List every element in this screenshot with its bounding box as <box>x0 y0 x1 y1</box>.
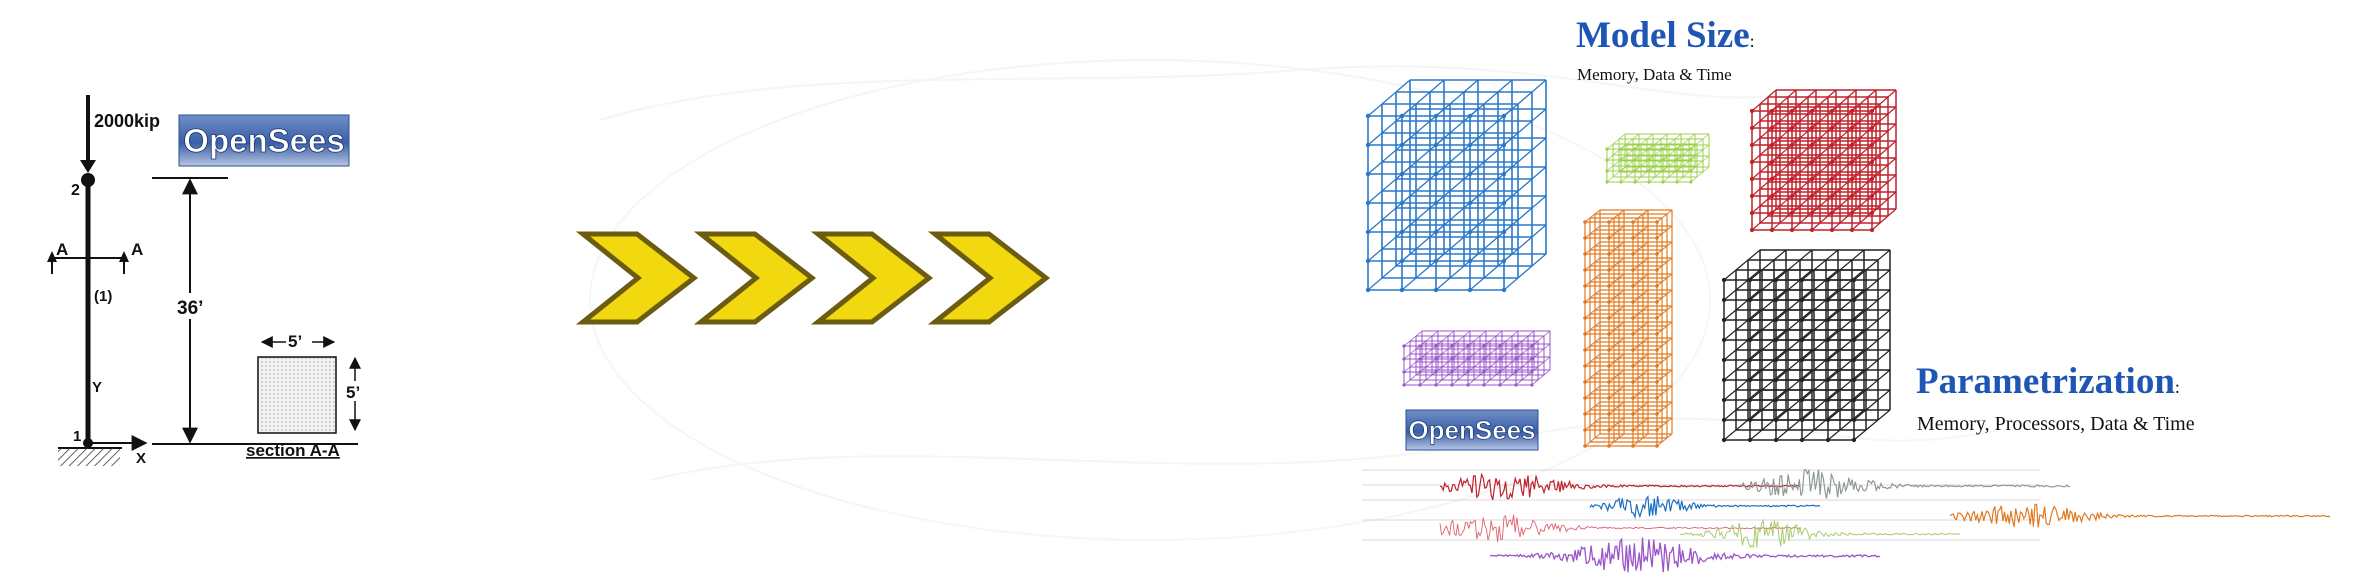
section-cut-right-arrowhead <box>119 251 129 262</box>
ground-motion-records <box>1439 468 2331 573</box>
section-height-label: 5’ <box>346 383 360 402</box>
process-arrow-2 <box>693 231 817 325</box>
parametrization-subtitle: Memory, Processors, Data & Time <box>1917 413 2195 435</box>
load-label: 2000kip <box>94 111 160 131</box>
frame-model-purple <box>1402 330 1551 387</box>
frame-model-red <box>1749 89 1897 233</box>
ground-motion-grey <box>1739 468 2071 499</box>
ground-motion-purple <box>1489 537 1881 573</box>
process-arrow-1 <box>575 231 699 325</box>
ground-hatch <box>58 448 120 466</box>
column-cross-section <box>257 356 337 434</box>
section-height-label-bg <box>344 381 368 401</box>
opensees-logo-text: OpenSees <box>183 122 344 159</box>
section-caption: section A-A <box>246 441 340 460</box>
process-arrow-4 <box>927 231 1051 325</box>
section-cut-left-arrowhead <box>47 251 57 262</box>
ground-motion-pink <box>1439 514 1801 542</box>
axis-x-label: X <box>136 450 146 467</box>
ground-motion-blue <box>1589 495 1821 520</box>
frame-model-blue <box>1365 79 1547 293</box>
process-arrows <box>575 231 1051 325</box>
parametrization-colon: : <box>2174 377 2180 397</box>
load-arrowhead <box>80 160 96 173</box>
model-size-subtitle: Memory, Data & Time <box>1577 65 1732 84</box>
parametrization-heading: Parametrization: <box>1916 360 2180 403</box>
frame-model-green <box>1605 133 1710 184</box>
background-map-texture <box>589 59 2001 541</box>
opensees-logo-small: OpenSees <box>1405 409 1539 451</box>
opensees-logo-small-text: OpenSees <box>1408 415 1535 445</box>
height-dim-label-bg <box>174 293 210 319</box>
parametrization-title: Parametrization <box>1916 361 2175 402</box>
node-bottom-marker <box>83 438 93 448</box>
frame-models <box>1365 79 1897 448</box>
ground-motion-orange <box>1949 503 2331 528</box>
section-marker-left: A <box>56 240 68 259</box>
element-label: (1) <box>94 288 112 305</box>
column-diagram: 2000kip 2 1 A A (1) Y X 36’ 5’ <box>47 95 368 467</box>
node-top-marker <box>81 173 95 187</box>
height-dim-label: 36’ <box>177 298 203 319</box>
section-marker-right: A <box>131 240 143 259</box>
axis-y-label: Y <box>92 379 102 396</box>
process-arrow-3 <box>810 231 934 325</box>
model-size-colon: : <box>1749 31 1755 51</box>
model-size-heading: Model Size: <box>1576 14 1755 57</box>
frame-model-black <box>1721 249 1891 443</box>
ground-motion-lime <box>1679 518 1961 549</box>
node-top-label: 2 <box>71 182 80 199</box>
opensees-logo: OpenSees <box>178 114 350 167</box>
model-size-title: Model Size <box>1576 15 1750 56</box>
node-bottom-label: 1 <box>73 428 81 445</box>
frame-model-orange <box>1583 209 1673 448</box>
section-width-label-bg <box>286 330 312 350</box>
section-width-label: 5’ <box>288 332 302 351</box>
ground-motion-red <box>1439 472 1801 501</box>
